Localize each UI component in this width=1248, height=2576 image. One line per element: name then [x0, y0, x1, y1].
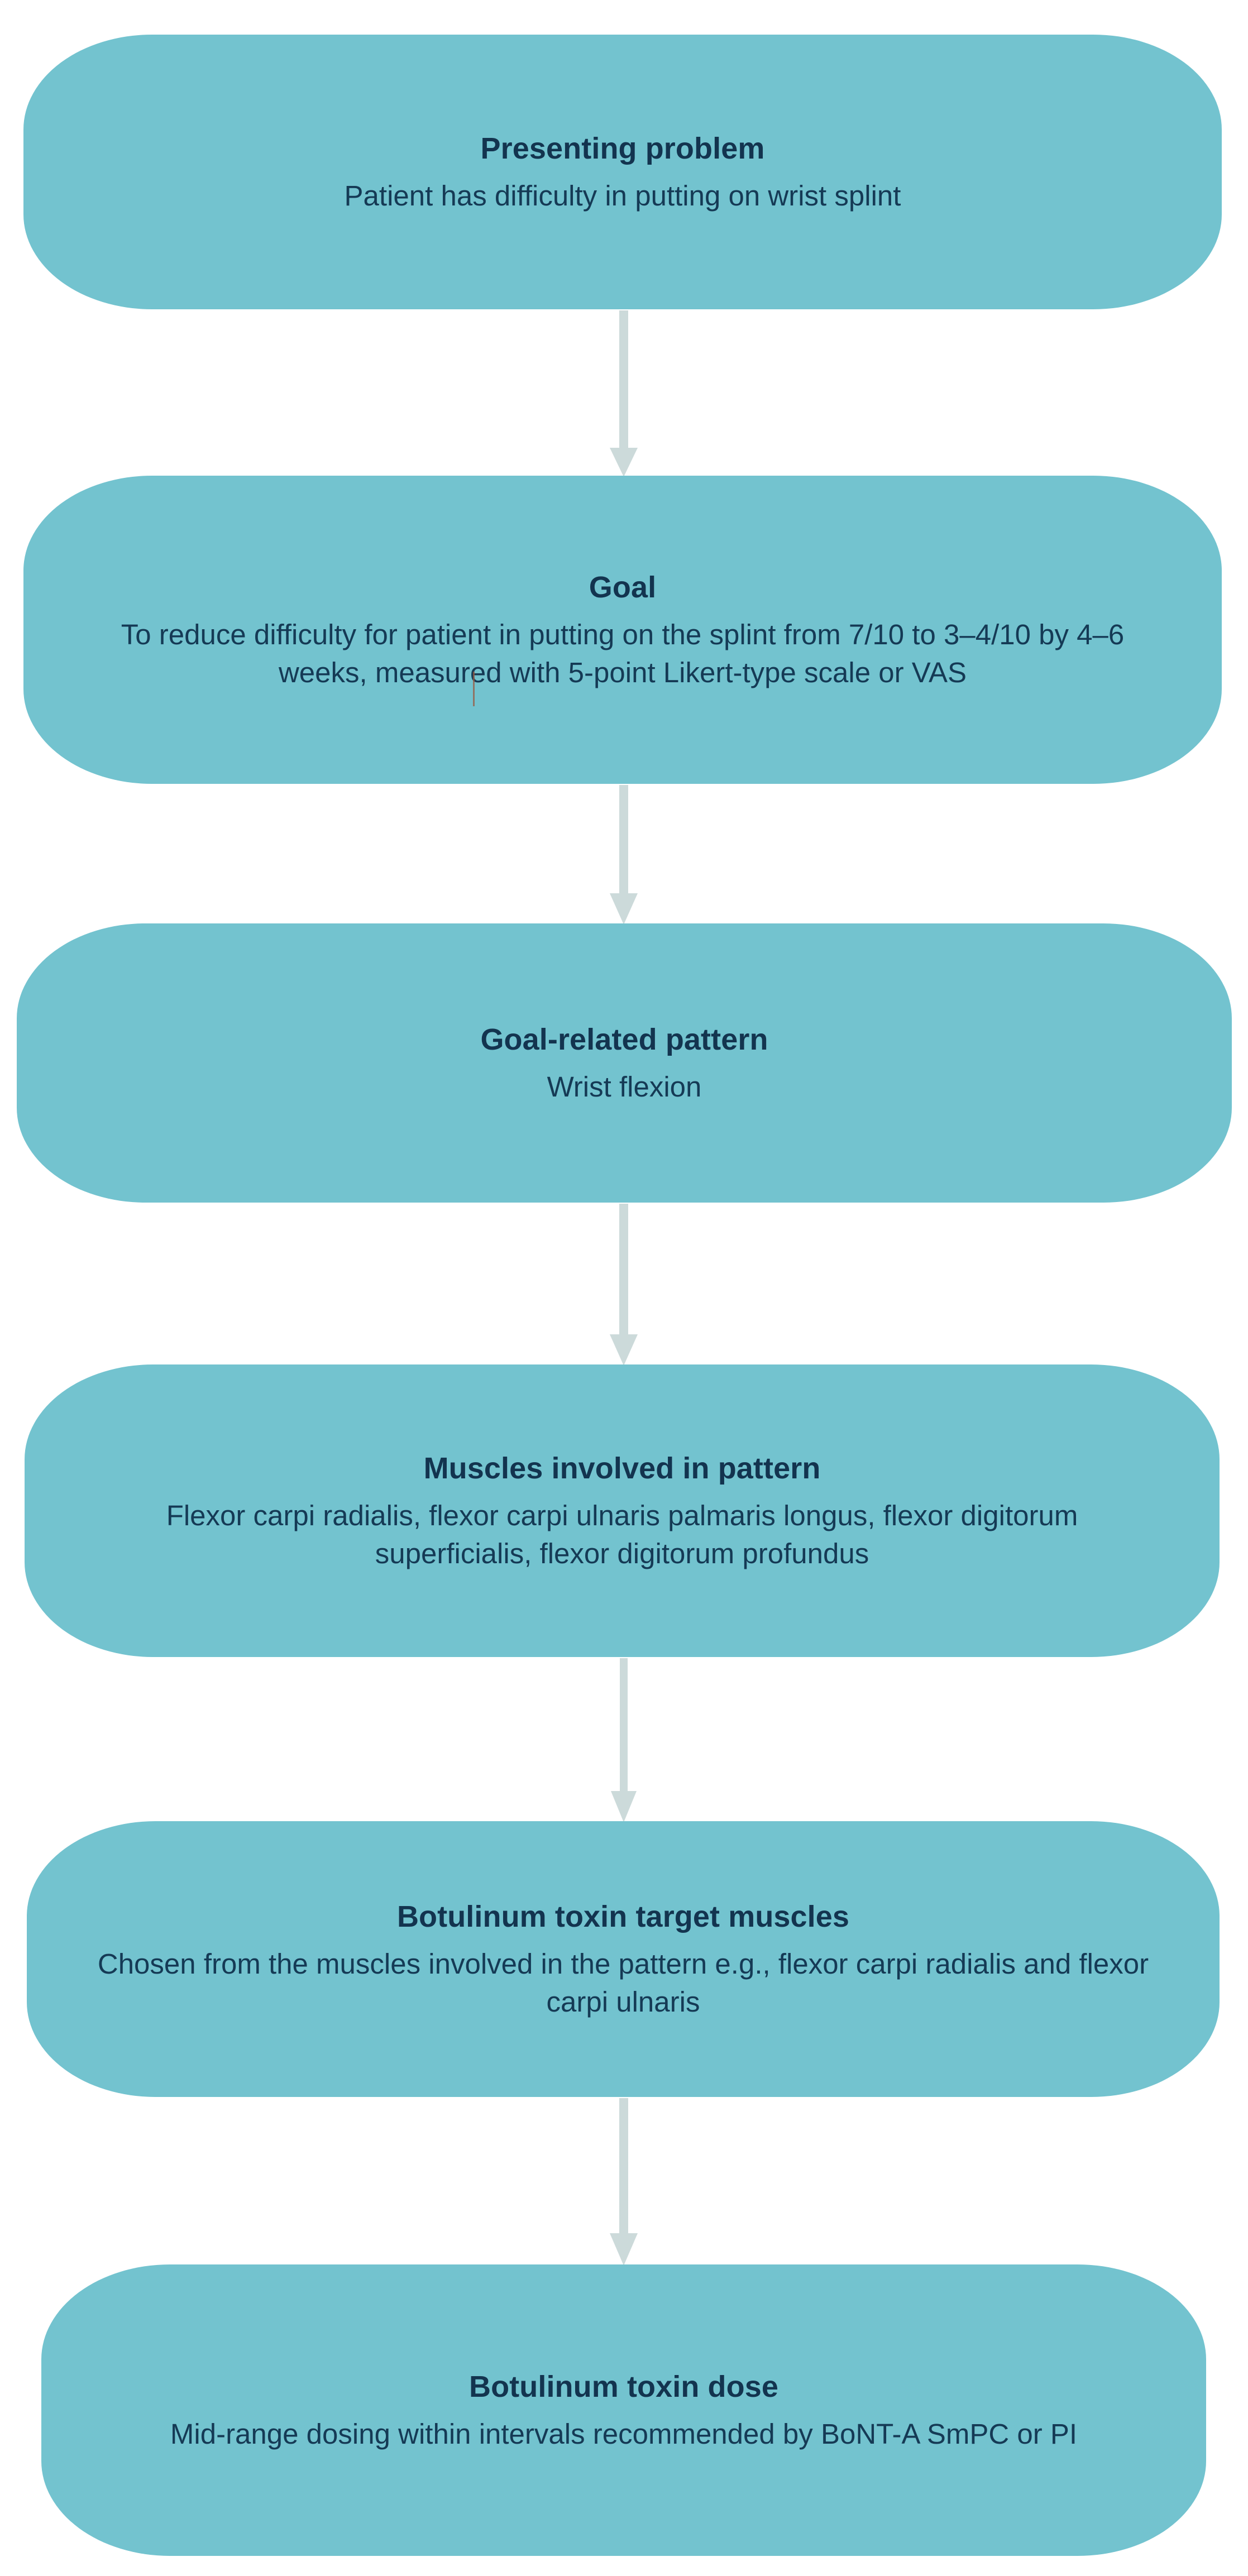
connector-arrow-5: [0, 2098, 1248, 2266]
connector-arrow-2: [0, 785, 1248, 925]
node-title: Botulinum toxin target muscles: [396, 1899, 850, 1933]
flow-node-goal-related-pattern: Goal-related pattern Wrist flexion: [17, 923, 1232, 1203]
node-body: Mid-range dosing within intervals recomm…: [170, 2417, 1078, 2450]
node-body: Patient has difficulty in putting on wri…: [344, 179, 901, 212]
connector-arrow-1: [0, 310, 1248, 477]
node-body: Flexor carpi radialis, flexor carpi ulna…: [166, 1499, 1078, 1570]
flow-node-presenting-problem: Presenting problem Patient has difficult…: [23, 35, 1222, 309]
node-body: To reduce difficulty for patient in putt…: [121, 618, 1125, 689]
node-body: Chosen from the muscles involved in the …: [97, 1947, 1149, 2018]
text-cursor-artifact: [473, 672, 475, 706]
node-title: Muscles involved in pattern: [423, 1451, 821, 1485]
node-title: Botulinum toxin dose: [469, 2369, 778, 2403]
node-body: Wrist flexion: [547, 1070, 702, 1103]
node-title: Goal: [589, 570, 657, 604]
flow-node-goal: Goal To reduce difficulty for patient in…: [23, 476, 1222, 784]
node-title: Goal-related pattern: [480, 1022, 768, 1056]
node-title: Presenting problem: [480, 131, 765, 165]
flow-node-botulinum-toxin-dose: Botulinum toxin dose Mid-range dosing wi…: [41, 2264, 1206, 2556]
connector-arrow-3: [0, 1204, 1248, 1366]
flow-node-muscles-involved-in-pattern: Muscles involved in pattern Flexor carpi…: [25, 1364, 1220, 1657]
connector-arrow-4: [0, 1658, 1248, 1822]
flow-node-botulinum-toxin-target-muscles: Botulinum toxin target muscles Chosen fr…: [27, 1821, 1220, 2097]
